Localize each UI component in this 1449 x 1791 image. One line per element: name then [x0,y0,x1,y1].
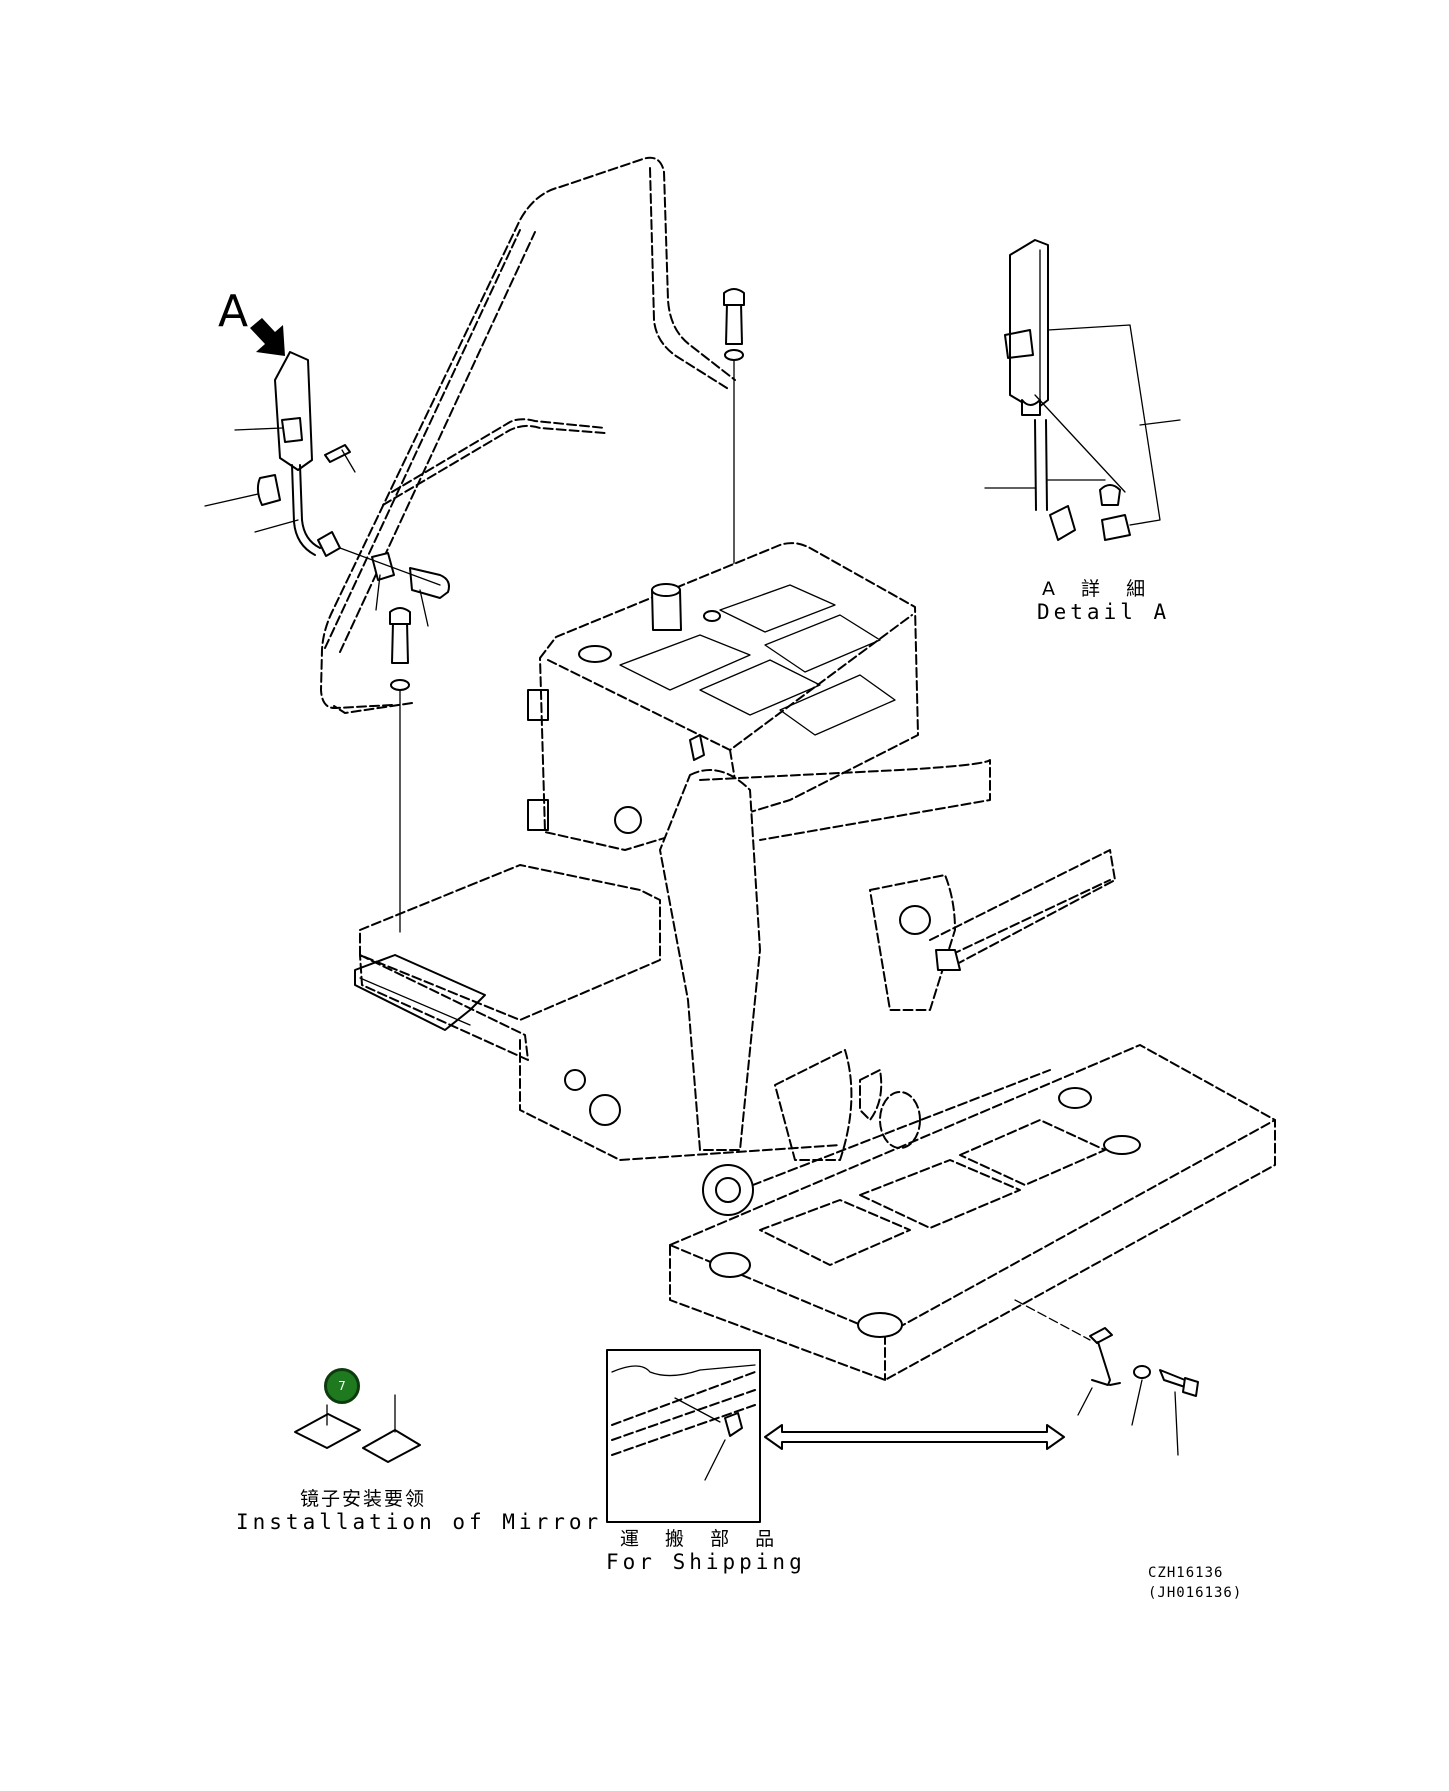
upper-frame [354,864,841,1161]
detail-a-label-jp: A 詳 細 [1042,578,1156,600]
shipping-caption-en: For Shipping [606,1550,806,1574]
handrail [320,156,736,714]
shipping-caption-jp: 運 搬 部 品 [620,1528,785,1550]
detail-a-label-en: Detail A [1037,600,1171,624]
leader-lines [204,427,429,627]
double-arrow [764,1424,1065,1450]
callout-number-7[interactable]: 7 [324,1368,360,1404]
mirror-caption-en: Installation of Mirror [236,1510,603,1534]
bolt-left [389,607,411,933]
drawing-code-secondary: (JH016136) [1148,1585,1243,1601]
view-arrow-a [250,318,285,356]
drawing-code: CZH16136 [1148,1565,1224,1581]
bolt-right [723,288,745,571]
detail-a-view [984,239,1181,541]
lower-frame [564,1044,1276,1381]
mirror-caption-cn: 镜子安装要领 [300,1488,427,1510]
instruction-sheets [294,1394,421,1463]
boom [659,759,1116,1161]
shipping-hardware [1014,1299,1199,1456]
shipping-detail-box[interactable] [606,1349,761,1523]
view-label-a: A [218,286,249,337]
